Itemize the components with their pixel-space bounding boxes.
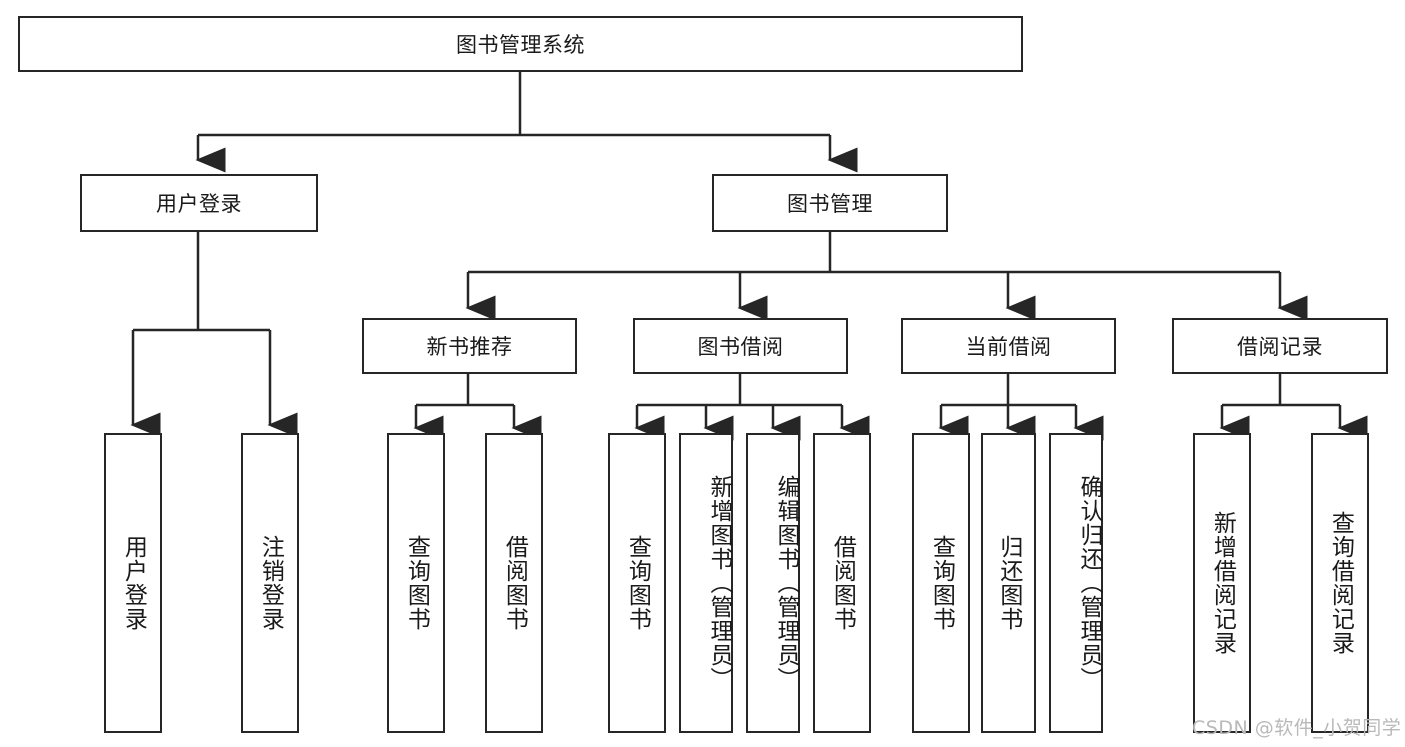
node-borrow-record-label: 借阅记录 xyxy=(1237,335,1323,359)
node-book-management-label: 图书管理 xyxy=(787,192,873,216)
leaf-current-query-book-label: 查询图书 xyxy=(928,535,955,631)
node-current-borrow-label: 当前借阅 xyxy=(965,335,1052,359)
node-user-login-label: 用户登录 xyxy=(156,192,242,216)
node-new-book-recommend[interactable]: 新书推荐 xyxy=(362,318,577,374)
leaf-record-query-record[interactable]: 查询借阅记录 xyxy=(1311,433,1369,733)
node-root[interactable]: 图书管理系统 xyxy=(18,16,1023,72)
leaf-borrow-edit-book[interactable]: 编辑图书（管理员） xyxy=(746,433,800,733)
node-user-login[interactable]: 用户登录 xyxy=(80,174,318,232)
leaf-borrow-borrow-book-label: 借阅图书 xyxy=(829,535,856,631)
leaf-borrow-edit-book-label: 编辑图书（管理员） xyxy=(773,475,799,691)
leaf-user-login[interactable]: 用户登录 xyxy=(104,433,162,733)
leaf-record-add-record-label: 新增借阅记录 xyxy=(1209,511,1236,655)
leaf-borrow-query-book[interactable]: 查询图书 xyxy=(608,433,666,733)
leaf-user-logout[interactable]: 注销登录 xyxy=(241,433,299,733)
node-book-management[interactable]: 图书管理 xyxy=(712,174,948,232)
leaf-user-login-label: 用户登录 xyxy=(120,535,147,631)
csdn-watermark: CSDN @软件_小贺同学 xyxy=(1192,717,1402,739)
node-book-borrow-label: 图书借阅 xyxy=(697,335,784,359)
node-book-borrow[interactable]: 图书借阅 xyxy=(633,318,848,374)
leaf-borrow-add-book-label: 新增图书（管理员） xyxy=(706,475,732,691)
leaf-newbook-query-book-label: 查询图书 xyxy=(403,535,430,631)
leaf-borrow-add-book[interactable]: 新增图书（管理员） xyxy=(679,433,733,733)
leaf-current-confirm-return[interactable]: 确认归还（管理员） xyxy=(1049,433,1103,733)
leaf-current-query-book[interactable]: 查询图书 xyxy=(912,433,970,733)
leaf-newbook-query-book[interactable]: 查询图书 xyxy=(387,433,445,733)
leaf-current-confirm-return-label: 确认归还（管理员） xyxy=(1076,475,1102,691)
leaf-newbook-borrow-book-label: 借阅图书 xyxy=(501,535,528,631)
leaf-current-return-book-label: 归还图书 xyxy=(995,535,1022,631)
leaf-record-add-record[interactable]: 新增借阅记录 xyxy=(1193,433,1251,733)
leaf-record-query-record-label: 查询借阅记录 xyxy=(1327,511,1354,655)
node-root-label: 图书管理系统 xyxy=(456,33,585,57)
leaf-user-logout-label: 注销登录 xyxy=(257,535,284,631)
leaf-borrow-query-book-label: 查询图书 xyxy=(624,535,651,631)
leaf-borrow-borrow-book[interactable]: 借阅图书 xyxy=(813,433,871,733)
node-current-borrow[interactable]: 当前借阅 xyxy=(901,318,1116,374)
node-borrow-record[interactable]: 借阅记录 xyxy=(1172,318,1388,374)
leaf-current-return-book[interactable]: 归还图书 xyxy=(981,433,1036,733)
leaf-newbook-borrow-book[interactable]: 借阅图书 xyxy=(485,433,543,733)
node-new-book-recommend-label: 新书推荐 xyxy=(426,335,513,359)
